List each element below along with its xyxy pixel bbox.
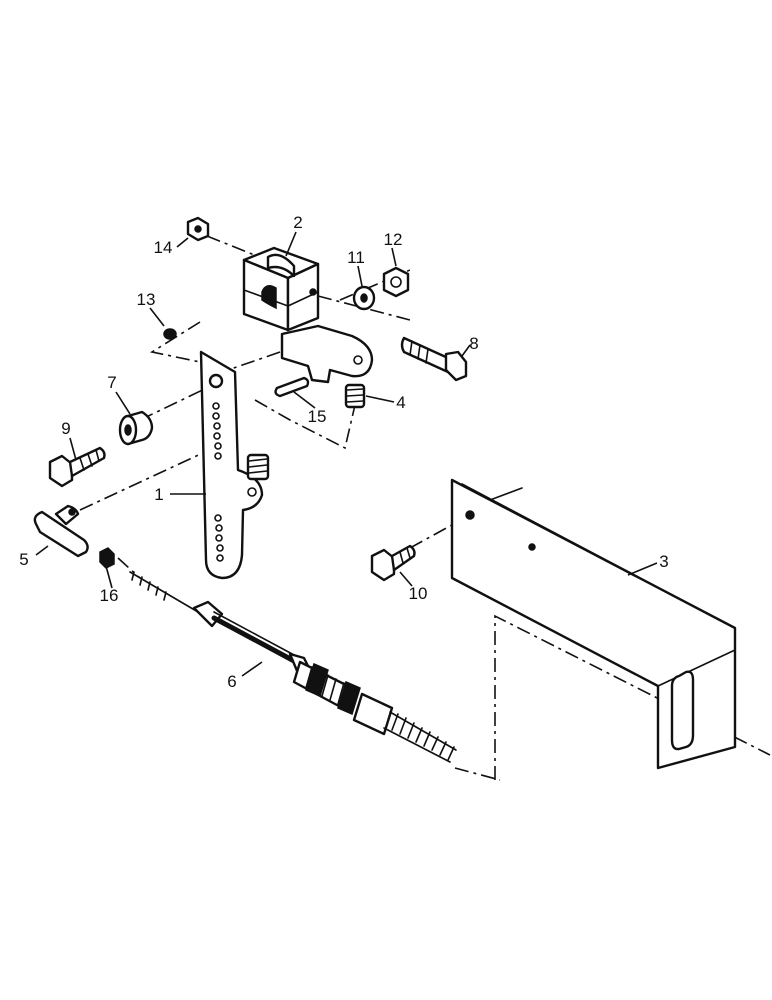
lever-spring xyxy=(246,453,270,481)
part-7-bushing xyxy=(118,410,154,446)
callout-7: 7 xyxy=(107,373,116,392)
part-11-washer xyxy=(352,285,376,311)
callout-16: 16 xyxy=(100,586,119,605)
callout-12: 12 xyxy=(384,230,403,249)
callout-14: 14 xyxy=(154,238,173,257)
part-2-clamp-block xyxy=(242,246,374,384)
part-13-small-nut xyxy=(163,328,177,340)
part-15-pin xyxy=(274,376,310,398)
callout-11: 11 xyxy=(347,248,365,267)
part-16-nut xyxy=(99,547,115,569)
leader-lines xyxy=(35,231,658,677)
callout-9: 9 xyxy=(61,419,70,438)
cable-threaded-end xyxy=(131,571,167,601)
callout-labels: 1 2 3 4 5 6 7 8 9 10 11 12 13 14 15 16 xyxy=(19,213,668,691)
cable-spring-rod xyxy=(383,711,457,763)
callout-6: 6 xyxy=(227,672,236,691)
part-5-cable-end xyxy=(33,504,89,558)
part-10-bolt xyxy=(370,544,416,582)
part-8-bolt xyxy=(400,336,468,382)
part-4-spring xyxy=(344,383,366,409)
part-12-lock-nut xyxy=(382,266,410,298)
part-1-lever-arm xyxy=(199,350,264,580)
callout-2: 2 xyxy=(293,213,302,232)
callout-8: 8 xyxy=(469,334,478,353)
part-3-angle-bracket xyxy=(450,478,737,770)
part-9-bolt xyxy=(48,446,106,488)
part-6-control-cable xyxy=(129,571,457,763)
callout-13: 13 xyxy=(137,290,156,309)
callout-5: 5 xyxy=(19,550,28,569)
callout-15: 15 xyxy=(308,407,327,426)
callout-10: 10 xyxy=(409,584,428,603)
callout-3: 3 xyxy=(659,552,668,571)
callout-4: 4 xyxy=(396,393,405,412)
callout-1: 1 xyxy=(154,485,163,504)
lever-adjustment-holes xyxy=(212,402,224,562)
part-14-nut xyxy=(186,216,210,242)
